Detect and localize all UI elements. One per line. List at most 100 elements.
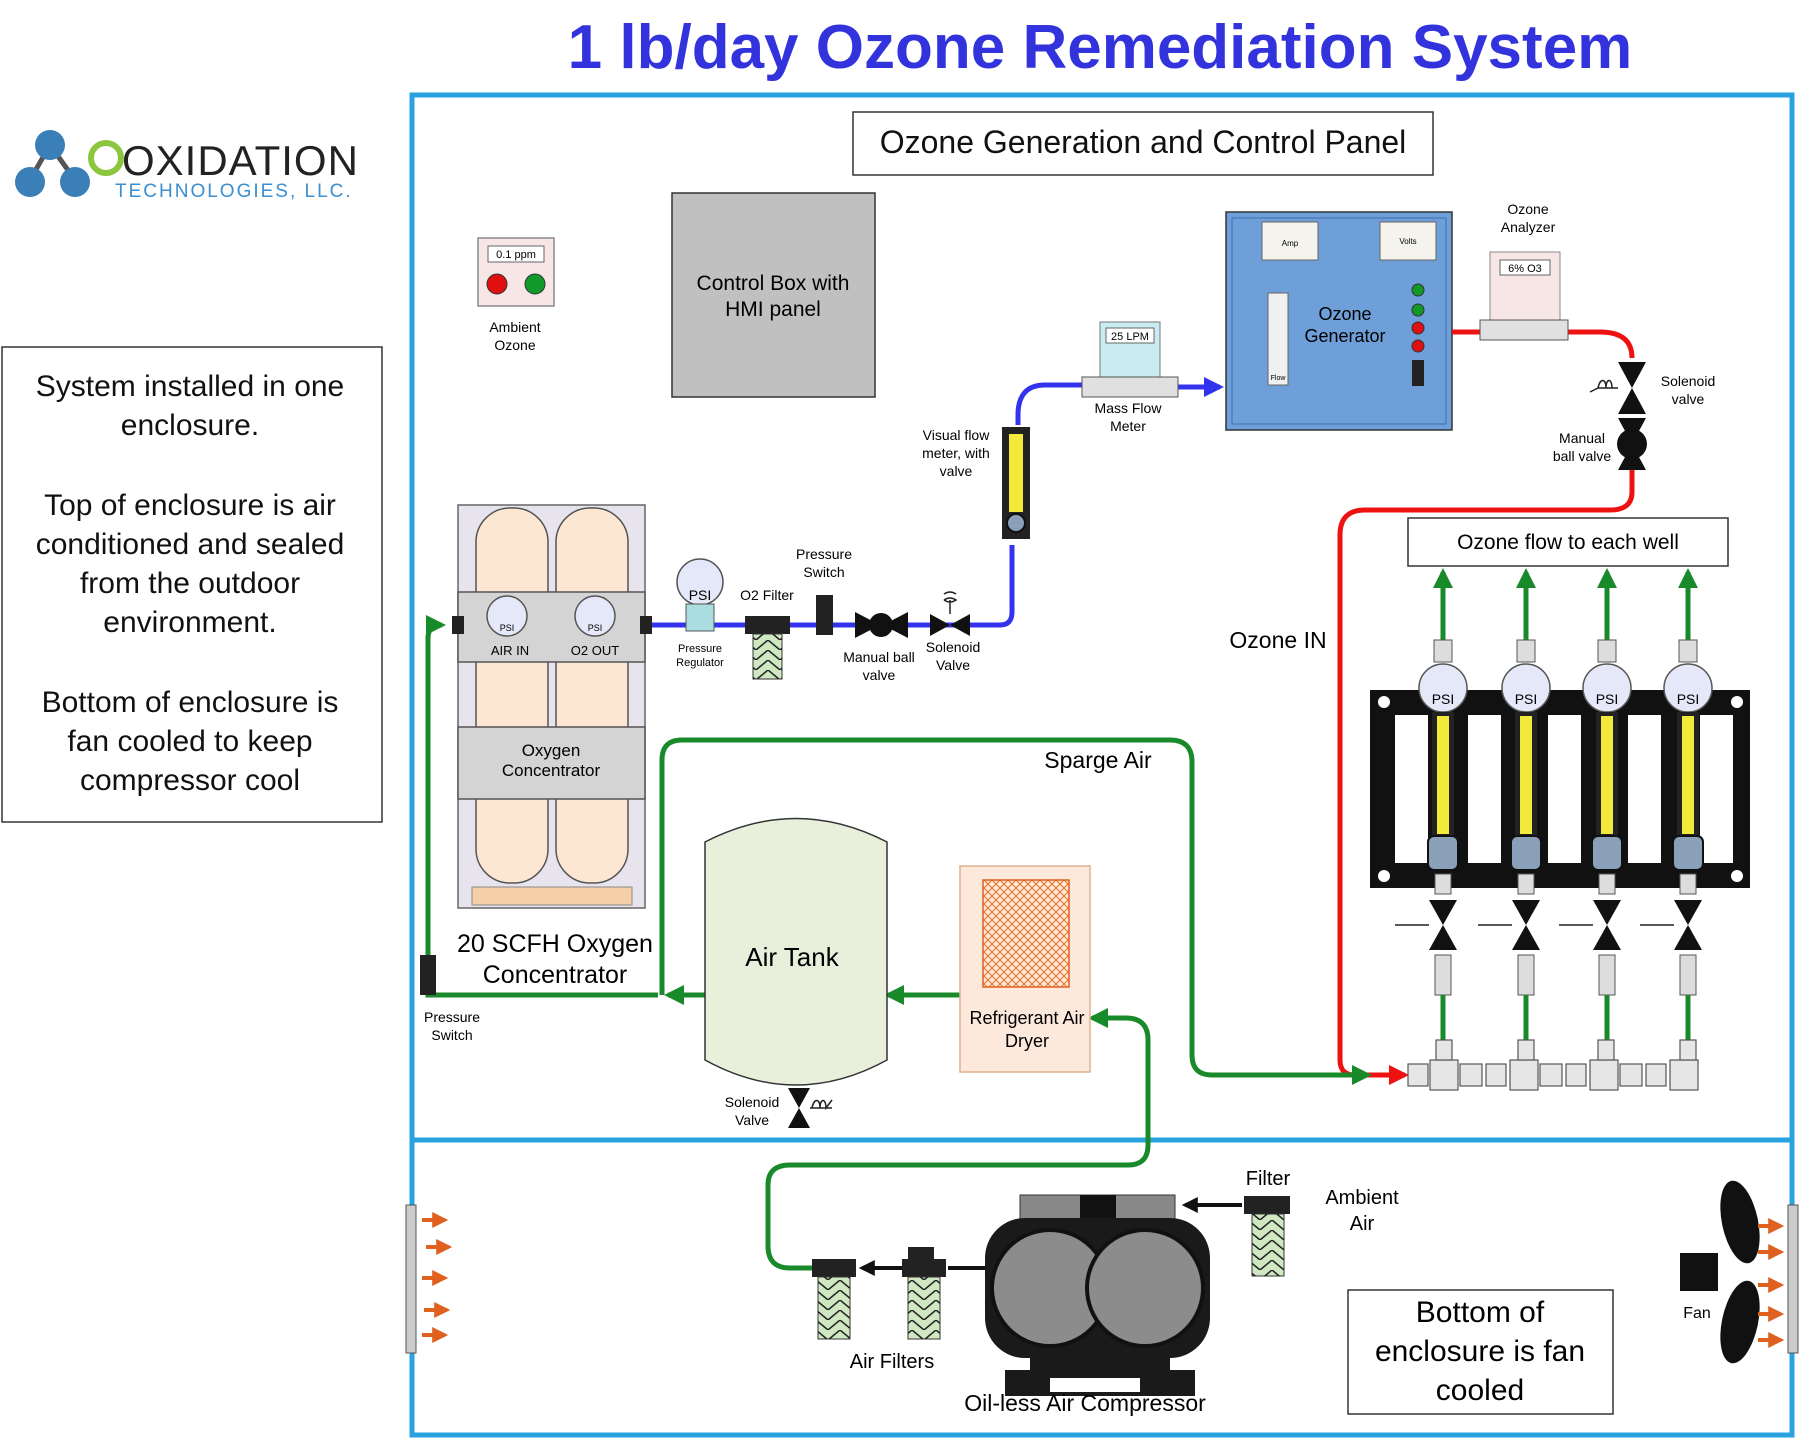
solenoid-valve-2: Solenoid valve xyxy=(1589,362,1716,414)
ozone-generator-label: Ozone xyxy=(1318,304,1371,324)
o2-filter: O2 Filter xyxy=(740,587,794,680)
volt-meter-icon xyxy=(1379,221,1437,261)
control-box-label: Control Box with xyxy=(697,272,850,295)
ambient-air-label: Ambient xyxy=(1325,1187,1399,1209)
gauge-label: PSI xyxy=(500,623,515,633)
manual-ball-valve-label: Manual xyxy=(1559,430,1605,446)
logo-name: OXIDATION xyxy=(122,137,359,184)
ozone-flow-box-label: Ozone flow to each well xyxy=(1457,531,1679,554)
well-column-1: PSI xyxy=(1395,568,1468,1040)
ozone-analyzer-reading: 6% O3 xyxy=(1508,263,1542,275)
manual-ball-valve-1: Manual ball valve xyxy=(843,612,915,683)
air-compressor: Oil-less Air Compressor xyxy=(964,1194,1210,1416)
bottom-note-box: Bottom of enclosure is fan cooled xyxy=(1347,1289,1614,1415)
red-led-icon xyxy=(1411,339,1425,353)
manual-ball-valve-label: ball valve xyxy=(1553,448,1612,464)
note-line: fan cooled to keep xyxy=(67,725,312,758)
visual-flow-meter-label: valve xyxy=(940,463,973,479)
intake-filter: Filter Ambient Air xyxy=(1181,1168,1399,1277)
pressure-regulator: PSI Pressure Regulator xyxy=(676,558,724,669)
note-line: from the outdoor xyxy=(80,567,300,600)
fan-label: Fan xyxy=(1683,1305,1711,1322)
logo-sub: TECHNOLOGIES, LLC. xyxy=(115,181,353,202)
solenoid-valve-label: Solenoid xyxy=(725,1094,780,1110)
visual-flow-meter-label: Visual flow xyxy=(923,427,991,443)
mass-flow-label: Meter xyxy=(1110,418,1146,434)
ambient-ozone-reading: 0.1 ppm xyxy=(496,249,536,261)
green-led-icon xyxy=(1411,283,1425,297)
dryer-label: Refrigerant Air xyxy=(969,1008,1084,1028)
concentrator-caption: 20 SCFH Oxygen xyxy=(457,930,653,958)
solenoid-valve-label: Valve xyxy=(735,1112,769,1128)
visual-flow-meter-label: meter, with xyxy=(922,445,990,461)
manual-ball-valve-label: Manual ball xyxy=(843,649,915,665)
regulator-label: Pressure xyxy=(678,643,722,655)
sparge-air-label: Sparge Air xyxy=(1044,747,1152,773)
air-filters-label: Air Filters xyxy=(850,1351,934,1373)
company-logo: OXIDATION TECHNOLOGIES, LLC. xyxy=(15,130,359,202)
volts-label: Volts xyxy=(1399,237,1416,246)
ozone-generator-label: Generator xyxy=(1304,326,1385,346)
air-tank: Air Tank xyxy=(704,817,888,1086)
well-column-3: PSI xyxy=(1559,568,1632,1040)
well-gauge-label: PSI xyxy=(1515,691,1538,707)
ozone-in-label: Ozone IN xyxy=(1229,627,1326,653)
pressure-switch-label: Switch xyxy=(803,564,844,580)
regulator-gauge-label: PSI xyxy=(689,587,712,603)
well-gauge-label: PSI xyxy=(1677,691,1700,707)
solenoid-valve-label: Valve xyxy=(936,657,970,673)
well-gauge-label: PSI xyxy=(1432,691,1455,707)
ambient-ozone-label: Ambient xyxy=(489,319,540,335)
ozone-analyzer: Ozone Analyzer 6% O3 xyxy=(1479,201,1569,341)
left-vent xyxy=(405,1204,453,1354)
compressor-label: Oil-less Air Compressor xyxy=(964,1390,1206,1416)
note-line: Top of enclosure is air xyxy=(44,489,336,522)
concentrator-label: Concentrator xyxy=(502,761,601,780)
ambient-ozone-label: Ozone xyxy=(494,337,535,353)
air-tank-label: Air Tank xyxy=(745,942,839,972)
red-led-icon xyxy=(1411,321,1425,335)
solenoid-valve-label: Solenoid xyxy=(1661,373,1716,389)
o2-out-gauge-icon xyxy=(574,595,616,637)
visual-flow-meter: Visual flow meter, with valve xyxy=(922,427,1030,539)
refrigerant-air-dryer: Refrigerant Air Dryer xyxy=(959,865,1091,1073)
pressure-switch-label: Pressure xyxy=(796,546,852,562)
air-in-label: AIR IN xyxy=(491,643,529,658)
oxygen-concentrator: PSI PSI AIR IN O2 OUT Oxygen Concentrato… xyxy=(452,504,652,909)
well-column-4: PSI xyxy=(1640,568,1713,1040)
green-indicator-icon xyxy=(524,273,546,295)
air-filters: Air Filters xyxy=(812,1247,985,1373)
note-line: compressor cool xyxy=(80,764,300,797)
regulator-label: Regulator xyxy=(676,657,724,669)
amp-label: Amp xyxy=(1282,239,1299,248)
gauge-label: PSI xyxy=(588,623,603,633)
note-line: System installed in one xyxy=(36,370,345,403)
manual-ball-valve-label: valve xyxy=(863,667,896,683)
bottom-note-line: cooled xyxy=(1436,1374,1524,1407)
tee-manifold xyxy=(1407,1039,1699,1091)
well-column-2: PSI xyxy=(1478,568,1551,1040)
filter-label: Filter xyxy=(1246,1168,1291,1190)
note-line: enclosure. xyxy=(121,409,259,442)
pressure-switch-bottom: Pressure Switch xyxy=(420,955,480,1043)
concentrator-caption: Concentrator xyxy=(483,961,628,989)
green-led-icon xyxy=(1411,303,1425,317)
mass-flow-meter: 25 LPM Mass Flow Meter xyxy=(1081,321,1179,434)
note-line: conditioned and sealed xyxy=(36,528,345,561)
page-title: 1 lb/day Ozone Remediation System xyxy=(568,13,1633,82)
red-indicator-icon xyxy=(486,273,508,295)
air-in-gauge-icon xyxy=(486,595,528,637)
note-line: Bottom of enclosure is xyxy=(42,686,339,719)
ozone-generator: Amp Volts Flow Ozone Generator xyxy=(1225,211,1453,431)
amp-meter-icon xyxy=(1261,221,1319,261)
well-gauge-label: PSI xyxy=(1596,691,1619,707)
o2-filter-label: O2 Filter xyxy=(740,587,794,603)
flow-label: Flow xyxy=(1271,375,1287,382)
pressure-switch-label: Pressure xyxy=(424,1009,480,1025)
pressure-switch-top: Pressure Switch xyxy=(796,546,852,635)
dryer-label: Dryer xyxy=(1005,1031,1049,1051)
ambient-air-label: Air xyxy=(1350,1213,1375,1235)
fan-icon xyxy=(1680,1180,1799,1364)
solenoid-valve-label: Solenoid xyxy=(926,639,981,655)
